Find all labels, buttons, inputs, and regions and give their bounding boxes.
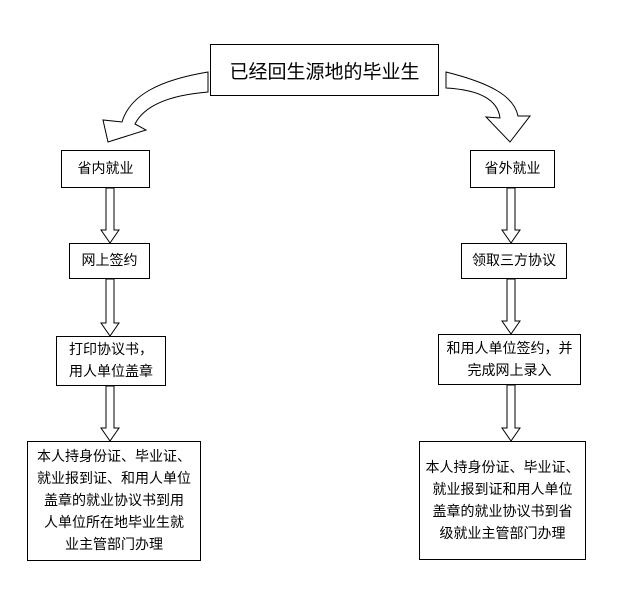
right-final-line1: 本人持身份证、毕业证、: [425, 459, 580, 476]
left-final-line2: 就业报到证、和用人单位: [37, 471, 191, 487]
down-arrow-left-1: [100, 187, 120, 244]
left-step1-box: 网上签约: [69, 243, 150, 279]
curved-arrow-left: [102, 71, 209, 143]
right-branch-box: 省外就业: [470, 150, 555, 188]
right-final-line2: 就业报到证和用人单位: [432, 481, 573, 498]
down-arrow-right-1: [501, 187, 521, 244]
left-step2-line2: 用人单位盖章: [69, 364, 153, 380]
left-branch-text: 省内就业: [77, 161, 134, 177]
title-text: 已经回生源地的毕业生: [229, 60, 420, 83]
right-step2-box: 和用人单位签约，并 完成网上录入: [438, 334, 581, 385]
left-step1-text: 网上签约: [81, 253, 138, 269]
curved-arrow-right: [445, 71, 532, 143]
left-branch-box: 省内就业: [61, 150, 150, 188]
left-final-line5: 业主管部门办理: [65, 537, 163, 553]
down-arrow-left-3: [100, 385, 120, 442]
left-final-box: 本人持身份证、毕业证、 就业报到证、和用人单位 盖章的就业协议书到用 人单位所在…: [27, 441, 201, 561]
right-final-line3: 盖章的就业协议书到省: [432, 503, 573, 520]
right-step1-box: 领取三方协议: [461, 243, 567, 279]
right-final-box: 本人持身份证、毕业证、 就业报到证和用人单位 盖章的就业协议书到省 级就业主管部…: [419, 441, 586, 560]
right-step1-text: 领取三方协议: [472, 253, 556, 269]
right-step2-line1: 和用人单位签约，并: [446, 340, 573, 357]
down-arrow-right-2: [501, 278, 521, 335]
left-step2-box: 打印协议书， 用人单位盖章: [56, 336, 166, 386]
left-final-line3: 盖章的就业协议书到用: [44, 493, 184, 509]
left-final-line4: 人单位所在地毕业生就: [44, 515, 184, 531]
title-box: 已经回生源地的毕业生: [210, 44, 439, 96]
right-branch-text: 省外就业: [484, 161, 541, 177]
left-step2-line1: 打印协议书，: [69, 342, 153, 358]
down-arrow-left-2: [100, 278, 120, 337]
right-step2-line2: 完成网上录入: [467, 362, 552, 379]
down-arrow-right-3: [501, 384, 521, 442]
right-final-line4: 级就业主管部门办理: [439, 525, 566, 542]
left-final-line1: 本人持身份证、毕业证、: [37, 449, 191, 465]
